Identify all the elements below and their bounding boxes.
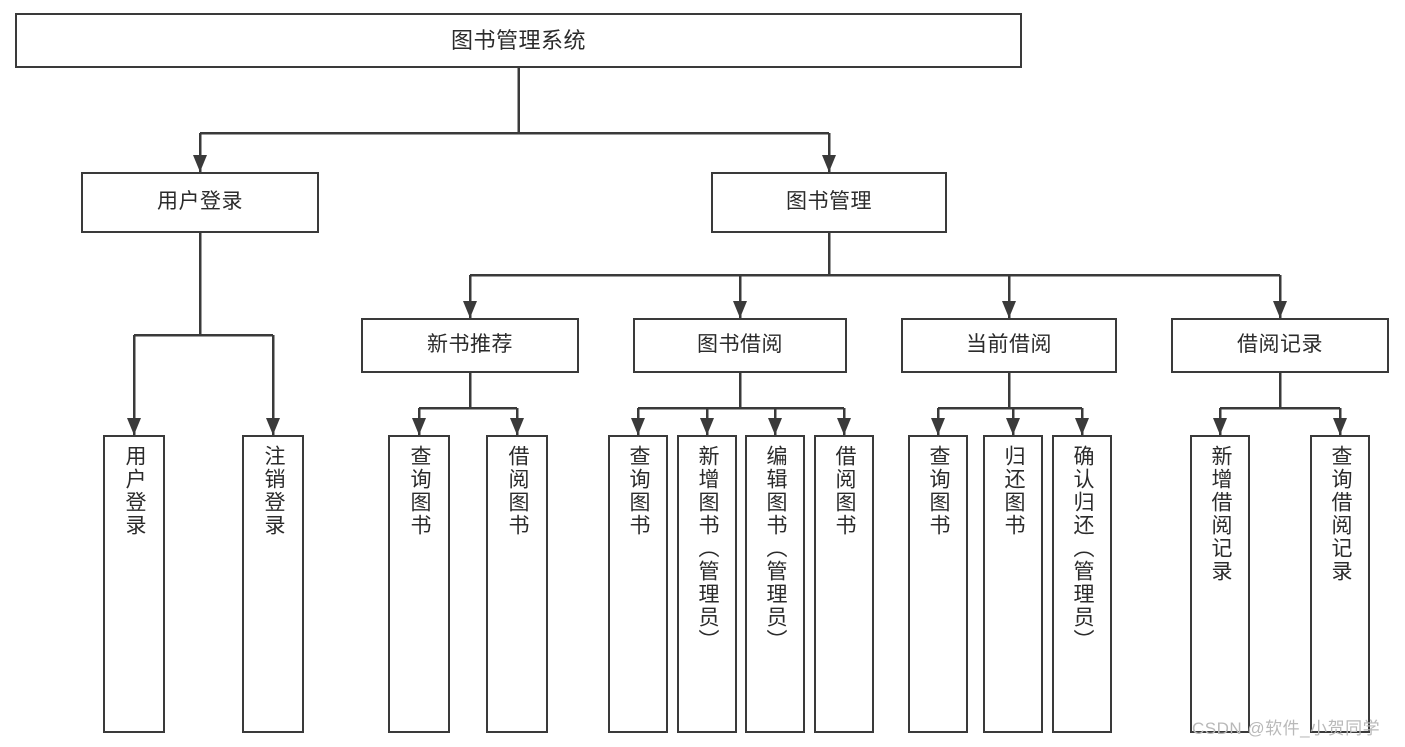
node-new-book-rec[interactable]: 新书推荐 — [361, 318, 579, 373]
node-label: 查询图书 — [927, 445, 951, 537]
node-root[interactable]: 图书管理系统 — [15, 13, 1022, 68]
node-leaf-add-book[interactable]: 新增图书（管理员） — [677, 435, 737, 733]
node-label: 图书管理 — [786, 190, 872, 214]
node-label: 借阅图书 — [833, 445, 857, 537]
node-label: 用户登录 — [157, 190, 243, 214]
node-leaf-edit-book[interactable]: 编辑图书（管理员） — [745, 435, 805, 733]
node-label: 当前借阅 — [966, 333, 1052, 357]
node-book-borrow[interactable]: 图书借阅 — [633, 318, 847, 373]
node-label: 借阅图书 — [506, 445, 530, 537]
node-borrow-record[interactable]: 借阅记录 — [1171, 318, 1389, 373]
node-label: 注销登录 — [262, 445, 286, 537]
node-label: 新增图书（管理员） — [696, 445, 720, 652]
node-current-borrow[interactable]: 当前借阅 — [901, 318, 1117, 373]
node-label: 图书管理系统 — [450, 27, 586, 53]
node-leaf-borrow-book-1[interactable]: 借阅图书 — [486, 435, 548, 733]
node-leaf-query-book-2[interactable]: 查询图书 — [608, 435, 668, 733]
node-label: 新增借阅记录 — [1209, 445, 1233, 583]
node-label: 查询图书 — [408, 445, 432, 537]
node-leaf-add-record[interactable]: 新增借阅记录 — [1190, 435, 1250, 733]
node-leaf-query-record[interactable]: 查询借阅记录 — [1310, 435, 1370, 733]
node-user-login[interactable]: 用户登录 — [81, 172, 319, 233]
node-book-manage[interactable]: 图书管理 — [711, 172, 947, 233]
node-label: 图书借阅 — [697, 333, 783, 357]
node-leaf-return-book[interactable]: 归还图书 — [983, 435, 1043, 733]
node-leaf-confirm-return[interactable]: 确认归还（管理员） — [1052, 435, 1112, 733]
node-label: 新书推荐 — [427, 333, 513, 357]
node-label: 确认归还（管理员） — [1071, 445, 1095, 652]
node-label: 查询借阅记录 — [1329, 445, 1353, 583]
node-leaf-borrow-book-2[interactable]: 借阅图书 — [814, 435, 874, 733]
node-label: 查询图书 — [627, 445, 651, 537]
node-label: 归还图书 — [1002, 445, 1026, 537]
node-label: 编辑图书（管理员） — [764, 445, 788, 652]
node-leaf-query-book-3[interactable]: 查询图书 — [908, 435, 968, 733]
node-label: 借阅记录 — [1237, 333, 1323, 357]
node-label: 用户登录 — [123, 445, 147, 537]
watermark: CSDN @软件_小贺同学 — [1192, 719, 1381, 738]
node-leaf-user-login[interactable]: 用户登录 — [103, 435, 165, 733]
node-leaf-query-book-1[interactable]: 查询图书 — [388, 435, 450, 733]
node-leaf-logout[interactable]: 注销登录 — [242, 435, 304, 733]
